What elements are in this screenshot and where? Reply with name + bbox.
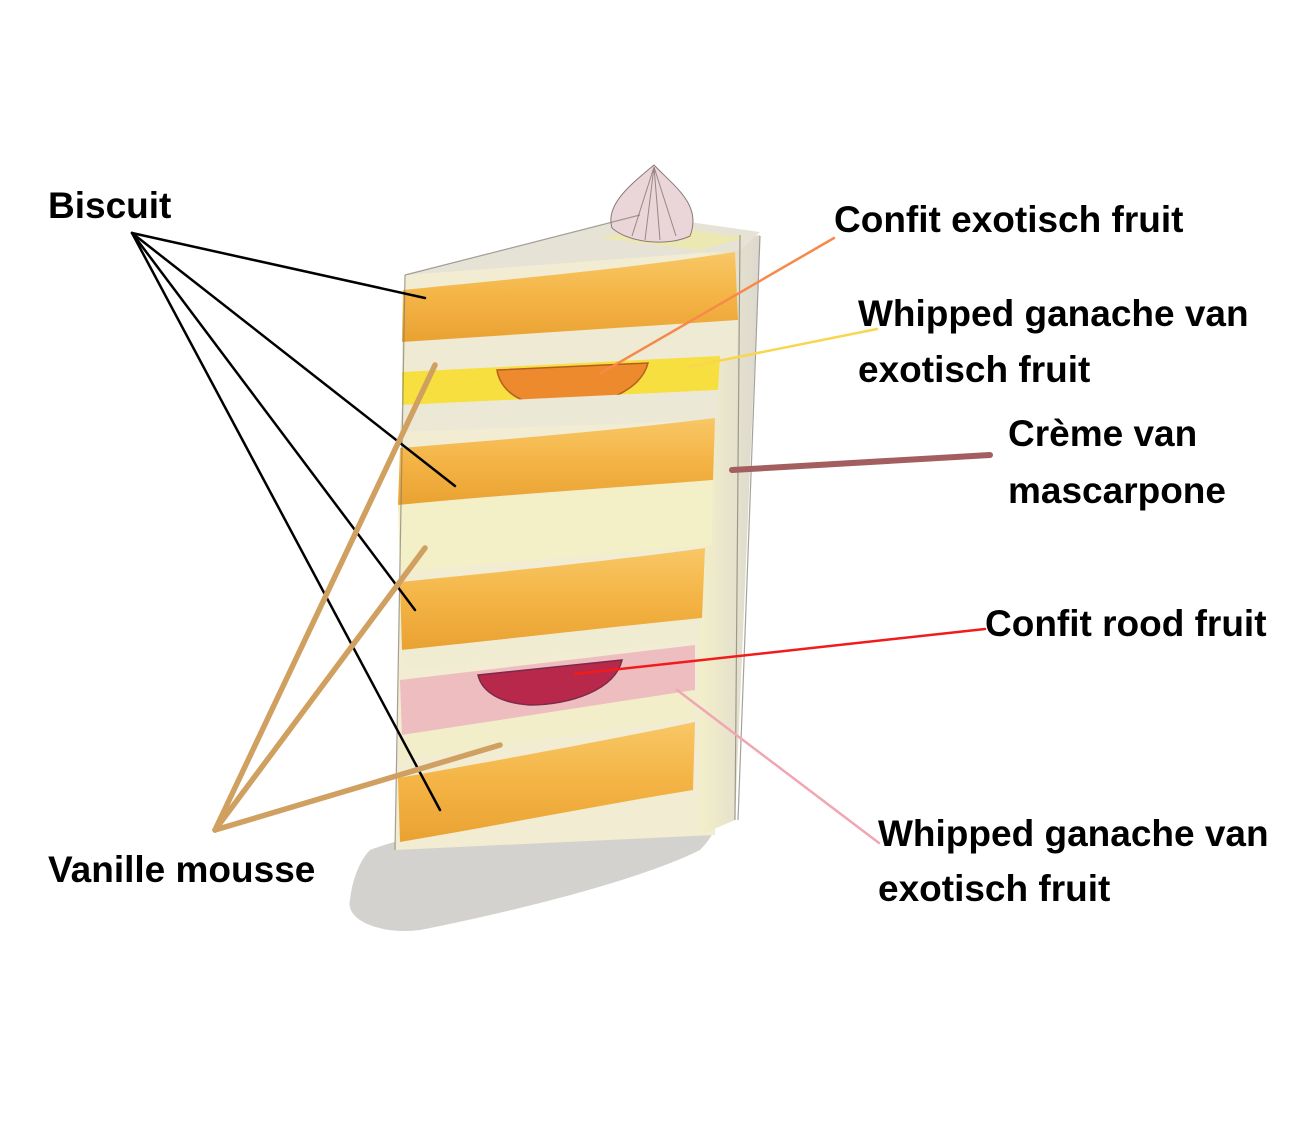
biscuit-leader-3 [130, 231, 417, 612]
label-ganache-bottom-line2: exotisch fruit [878, 868, 1110, 909]
mousse-leader-1 [212, 362, 438, 833]
confit-rood-leader [573, 627, 987, 676]
biscuit-leaders [130, 231, 457, 812]
label-biscuit: Biscuit [48, 185, 171, 226]
confit-exotisch-leader [599, 236, 836, 375]
ganache-top-leader [686, 327, 879, 369]
meringue-decoration [610, 164, 694, 243]
mousse-layer-2 [400, 390, 718, 432]
biscuit-layer-3 [400, 548, 705, 650]
biscuit-layer-2 [398, 418, 715, 505]
creme-leader [729, 452, 993, 473]
mousse-leader-3 [212, 742, 503, 833]
label-creme-line2: mascarpone [1008, 470, 1226, 511]
mousse-layer-5 [400, 690, 695, 760]
label-creme-line1: Crème van [1008, 413, 1197, 454]
mousse-layer-4 [402, 618, 702, 670]
biscuit-leader-4 [130, 231, 442, 812]
biscuit-layer-1 [402, 252, 738, 342]
label-confit-rood: Confit rood fruit [985, 603, 1267, 644]
label-ganache-top-line2: exotisch fruit [858, 349, 1090, 390]
biscuit-layer-4 [398, 722, 695, 842]
ganache-bottom-leader [675, 688, 881, 845]
cake-outline [394, 214, 761, 851]
biscuit-leader-2 [130, 231, 457, 488]
label-ganache-bottom-line1: Whipped ganache van [878, 813, 1269, 854]
mousse-layer-3 [398, 480, 713, 572]
confit-red-fruit [477, 659, 623, 706]
mousse-layer-1 [402, 320, 738, 372]
label-confit-exotisch: Confit exotisch fruit [834, 199, 1183, 240]
mousse-leader-2 [212, 545, 428, 833]
vanille-mousse-leaders [212, 362, 503, 833]
biscuit-leader-1 [130, 231, 427, 300]
label-ganache-top-line1: Whipped ganache van [858, 293, 1249, 334]
label-vanille-mousse: Vanille mousse [48, 849, 315, 890]
